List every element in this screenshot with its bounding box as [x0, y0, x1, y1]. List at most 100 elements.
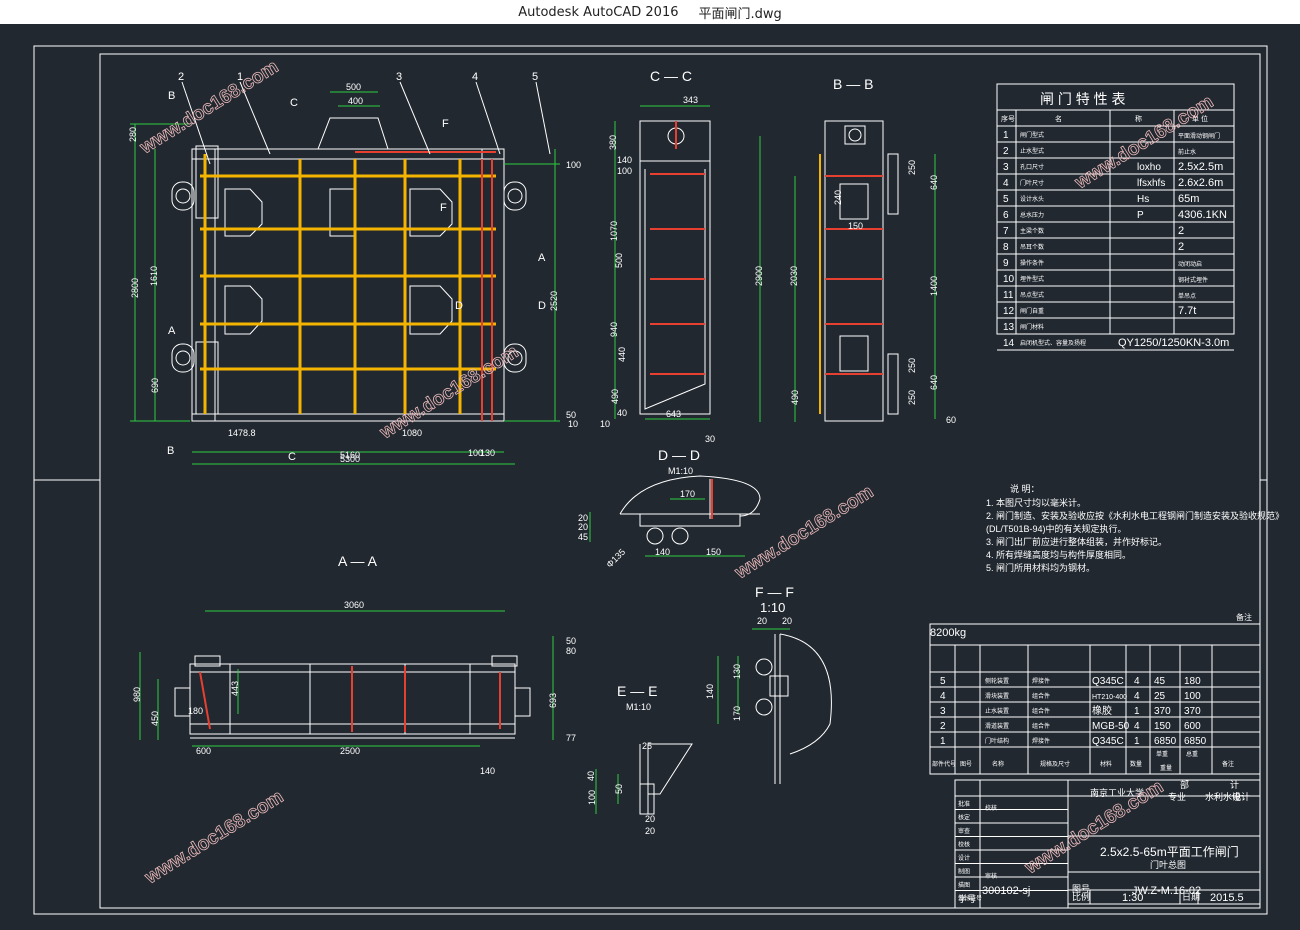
parts-header-cell: 备注 — [1222, 760, 1234, 768]
ff-dim-20b: 20 — [782, 616, 792, 626]
char-row-name: 闸门材料 — [1020, 323, 1044, 331]
title-main: 2.5x2.5-65m平面工作闸门 — [1100, 844, 1239, 859]
bb-dim-250c: 250 — [907, 390, 917, 405]
section-dd-view[interactable]: D — D M1:10 170 20 20 45 140 150 Φ135 — [578, 447, 761, 570]
title-row-label: 描图 — [958, 881, 970, 889]
parts-header-cell: 数量 — [1130, 760, 1142, 768]
notes-section: 说 明： 1. 本图尺寸均以毫米计。 2. 闸门制造、安装及验收应按《水利水电工… — [986, 483, 1284, 573]
char-row-sym: Hs — [1137, 194, 1149, 205]
title-role-review: 审核 — [985, 872, 997, 880]
cc-dim-380: 380 — [608, 135, 618, 150]
window-title-bar: Autodesk AutoCAD 2016 平面闸门.dwg — [0, 0, 1300, 24]
bb-dim-250b: 250 — [907, 358, 917, 373]
char-row-no: 6 — [1003, 210, 1009, 221]
cad-drawing[interactable]: 2 1 3 4 5 B C F F A A D D B C 500 400 10… — [0, 24, 1300, 925]
title-drawing-no: JW.Z-M.16-02 — [1132, 885, 1201, 897]
aa-dim-2500: 2500 — [340, 746, 360, 756]
bb-dim-640b: 640 — [929, 375, 939, 390]
title-row-label: 批准 — [958, 800, 970, 808]
view-title-aa: A — A — [338, 553, 378, 569]
parts-row-no: 4 — [940, 691, 946, 702]
char-row-no: 11 — [1003, 290, 1014, 301]
title-row-label: 审查 — [958, 827, 970, 835]
dim-bottom-1080: 1080 — [402, 428, 422, 438]
section-ee-view[interactable]: E — E M1:10 25 40 50 100 20 20 — [586, 683, 693, 836]
char-row-val: 2.6x2.6m — [1178, 177, 1223, 189]
title-scale-label: 比例 — [1072, 891, 1090, 902]
parts-row-unit-weight: 370 — [1154, 706, 1171, 717]
section-aa-view[interactable]: A — A — [132, 553, 576, 776]
char-row-no: 1 — [1003, 130, 1009, 141]
ee-dim-25: 25 — [642, 741, 652, 751]
ff-dim-170: 170 — [732, 706, 742, 721]
char-row-no: 14 — [1003, 338, 1015, 349]
cc-dim-500: 500 — [614, 253, 624, 268]
parts-header-cell: 重量 — [1160, 764, 1172, 772]
ff-dim-140: 140 — [705, 684, 715, 699]
view-title-dd: D — D — [658, 447, 700, 463]
drawing-canvas[interactable]: 2 1 3 4 5 B C F F A A D D B C 500 400 10… — [0, 24, 1300, 925]
section-mark-a-right: A — [538, 252, 546, 264]
bb-dim-250a: 250 — [907, 160, 917, 175]
section-bb-view[interactable]: B — B 250 640 240 1 — [754, 76, 956, 425]
bb-dim-150: 150 — [848, 221, 863, 231]
bb-dim-2900: 2900 — [754, 266, 764, 286]
char-row-val: 动闭动启 — [1178, 260, 1202, 268]
char-row-val: 前止水 — [1178, 148, 1196, 156]
parts-row-name: 滑道装置 — [985, 722, 1009, 730]
front-view[interactable]: 2 1 3 4 5 B C F F A A D D B C 500 400 10… — [128, 71, 581, 465]
parts-row-total-weight: 6850 — [1184, 736, 1207, 747]
aa-dim-600: 600 — [196, 746, 211, 756]
parts-row-qty: 1 — [1134, 736, 1140, 747]
char-row-name: 吊点型式 — [1020, 291, 1044, 299]
char-row-name: 总水压力 — [1020, 211, 1044, 219]
note-line-3: (DL/T501B-94)中的有关规定执行。 — [986, 523, 1127, 534]
char-row-no: 5 — [1003, 194, 1009, 205]
char-row-no: 12 — [1003, 306, 1015, 317]
bb-dim-640a: 640 — [929, 175, 939, 190]
view-title-ff: F — F — [755, 584, 794, 600]
section-mark-a-left: A — [168, 325, 176, 337]
view-title-ee: E — E — [617, 683, 657, 699]
cc-dim-1070: 1070 — [609, 221, 619, 241]
dim-top-500: 500 — [346, 82, 361, 92]
ee-dim-20a: 20 — [645, 814, 655, 824]
char-row-val: 4306.1KN — [1178, 209, 1227, 221]
title-student-no: 300102-sj — [982, 885, 1030, 897]
parts-header-cell: 材料 — [1100, 760, 1112, 768]
title-role-check: 校核 — [985, 804, 997, 812]
parts-row-std: 组合件 — [1032, 722, 1050, 730]
cc-dim-940: 940 — [609, 322, 619, 337]
char-row-name: 止水型式 — [1020, 147, 1044, 155]
char-row-name: 闸门自重 — [1020, 307, 1044, 315]
cc-dim-40: 40 — [617, 408, 627, 418]
aa-dim-50: 50 — [566, 636, 576, 646]
dim-left-1610: 1610 — [149, 266, 159, 286]
title-major: 水利水电 — [1205, 791, 1241, 802]
section-ff-view[interactable]: F — F 1:10 20 20 130 140 170 — [705, 584, 832, 784]
char-row-no: 7 — [1003, 226, 1009, 237]
parts-row-unit-weight: 25 — [1154, 691, 1166, 702]
parts-row-name: 侧轮装置 — [985, 677, 1009, 685]
dim-right-10: 10 — [568, 419, 578, 429]
file-name: 平面闸门.dwg — [698, 6, 782, 22]
title-date-label: 日期 — [1182, 892, 1200, 902]
section-cc-view[interactable]: C — C 343 380 140 100 1070 500 9 — [600, 68, 715, 444]
char-header-sym: 称 — [1135, 114, 1142, 123]
aa-dim-3060: 3060 — [344, 600, 364, 610]
char-row-val: QY1250/1250KN-3.0m — [1118, 337, 1229, 349]
parts-row-qty: 4 — [1134, 676, 1140, 687]
ee-dim-50: 50 — [614, 784, 624, 794]
note-line-4: 3. 闸门出厂前应进行整体组装，并作好标记。 — [986, 536, 1167, 547]
parts-row-mat: Q345C — [1092, 676, 1124, 687]
parts-row-qty: 1 — [1134, 706, 1140, 717]
aa-dim-450: 450 — [150, 711, 160, 726]
dim-top-400: 400 — [348, 96, 363, 106]
dim-left-280: 280 — [128, 127, 138, 142]
char-header-name: 名 — [1055, 114, 1062, 123]
app-title: Autodesk AutoCAD 2016 — [518, 4, 679, 20]
